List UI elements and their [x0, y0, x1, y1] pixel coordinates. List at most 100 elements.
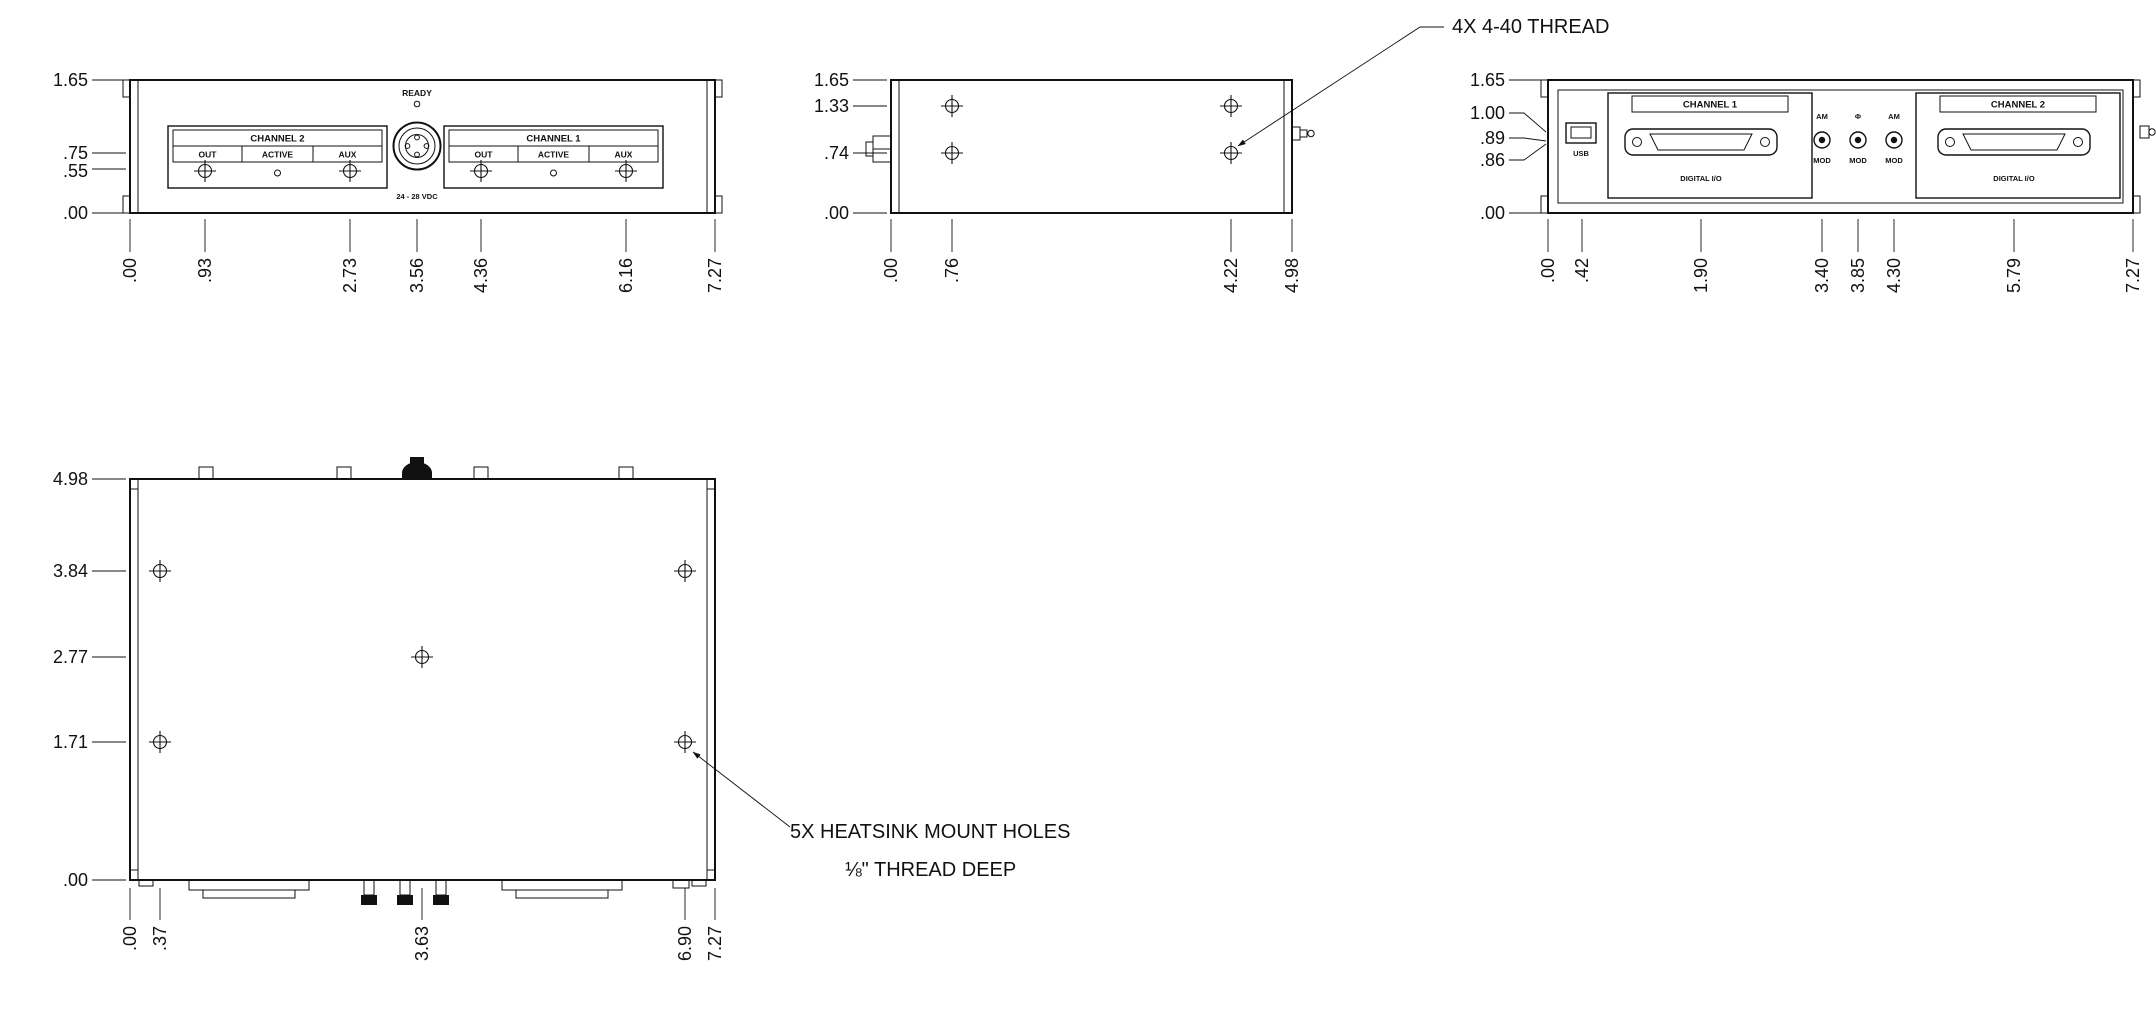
back-view-right-plug	[2139, 125, 2156, 139]
channel2-panel: CHANNEL 2 OUT ACTIVE AUX	[167, 125, 388, 189]
out-label: OUT	[199, 150, 218, 160]
dim-label: .00	[881, 258, 901, 283]
side-view-dims-bottom: .00 .76 4.22 4.98	[881, 219, 1302, 293]
dim-label: 3.63	[412, 926, 432, 961]
front-view-dims-bottom: .00 .93 2.73 3.56 4.36 6.16 7.27	[120, 219, 725, 293]
jack-barrel	[363, 879, 375, 896]
mounting-ear	[2132, 195, 2141, 214]
dim-label: .76	[942, 258, 962, 283]
dim-label: 3.85	[1848, 258, 1868, 293]
side-view-right-connector	[1291, 126, 1315, 141]
thread-hole-icon	[940, 141, 964, 165]
back-view-dims-bottom: .00 .42 1.90 3.40 3.85 4.30 5.79 7.27	[1538, 219, 2143, 293]
thread-hole-icon	[940, 94, 964, 118]
phase-label: Φ	[1855, 112, 1861, 121]
dim-label: .75	[63, 143, 88, 163]
mod-connectors: AM Φ AM MOD MOD MOD	[1813, 112, 1903, 165]
aux-label: AUX	[615, 150, 633, 160]
jack-tip	[433, 895, 449, 905]
bottom-view-rear-edge-features	[138, 879, 707, 905]
mod-jack	[1885, 131, 1903, 149]
dim-label: 6.16	[616, 258, 636, 293]
connector-screw	[1760, 137, 1770, 147]
dim-label: 3.56	[407, 258, 427, 293]
dim-label: 1.65	[814, 70, 849, 90]
bottom-view: 4.98 3.84 2.77 1.71 .00 .00 .37 3.63 6.9…	[53, 457, 725, 961]
dim-label: 1.65	[1470, 70, 1505, 90]
mod-jack	[1849, 131, 1867, 149]
active-label: ACTIVE	[538, 150, 570, 160]
dim-label: .93	[195, 258, 215, 283]
thread-note: 4X 4-40 THREAD	[1452, 16, 1609, 38]
front-view-outline	[122, 79, 723, 214]
heatsink-hole-icon	[673, 559, 697, 583]
dsub-outline	[501, 879, 623, 891]
dim-label: .86	[1480, 150, 1505, 170]
dim-label: 5.79	[2004, 258, 2024, 293]
active-led	[274, 169, 281, 177]
dim-label: 3.84	[53, 561, 88, 581]
mounting-ear	[2132, 79, 2141, 98]
dim-label: 1.00	[1470, 103, 1505, 123]
side-view-thread-holes	[940, 94, 1243, 165]
digital-io-label: DIGITAL I/O	[1680, 174, 1722, 183]
heatsink-note-line1: 5X HEATSINK MOUNT HOLES	[790, 821, 1070, 843]
heatsink-hole-icon	[673, 730, 697, 754]
mod-label: MOD	[1885, 156, 1903, 165]
connector-screw	[1632, 137, 1642, 147]
aux-connector-hole-icon	[614, 159, 638, 183]
bottom-view-dims-bottom: .00 .37 3.63 6.90 7.27	[120, 888, 725, 961]
active-led	[550, 169, 557, 177]
dim-label: 2.77	[53, 647, 88, 667]
jack-tip	[397, 895, 413, 905]
dsub-connector	[1937, 128, 2091, 156]
dim-label: 6.90	[675, 926, 695, 961]
thread-note-leader	[1237, 26, 1444, 147]
dim-label: .74	[824, 143, 849, 163]
digital-io-label: DIGITAL I/O	[1993, 174, 2035, 183]
dim-label: .00	[1480, 203, 1505, 223]
mod-label: MOD	[1813, 156, 1831, 165]
out-connector-hole-icon	[193, 159, 217, 183]
dim-label: 4.22	[1221, 258, 1241, 293]
mounting-ear	[714, 195, 723, 214]
usb-outline	[672, 879, 690, 889]
dim-label: .00	[120, 926, 140, 951]
connector-screw	[1945, 137, 1955, 147]
front-view-dims-left: 1.65 .75 .55 .00	[53, 70, 126, 223]
annotations: 4X 4-40 THREAD 5X HEATSINK MOUNT HOLES ⅛…	[692, 16, 1609, 881]
dim-label: 1.90	[1691, 258, 1711, 293]
vdc-label: 24 - 28 VDC	[396, 192, 438, 201]
dim-label: 4.98	[53, 469, 88, 489]
channel2-io-group: CHANNEL 2 DIGITAL I/O	[1915, 92, 2121, 199]
dim-label: 7.27	[705, 258, 725, 293]
dim-label: .89	[1480, 128, 1505, 148]
channel1-panel: CHANNEL 1 OUT ACTIVE AUX	[443, 125, 664, 189]
dim-label: .00	[824, 203, 849, 223]
channel1-io-group: CHANNEL 1 DIGITAL I/O	[1607, 92, 1813, 199]
usb-label: USB	[1573, 149, 1589, 158]
dim-label: 3.40	[1812, 258, 1832, 293]
back-view: USB CHANNEL 1 DIGITAL I/O AM Φ AM MOD MO…	[1470, 70, 2156, 293]
am-label: AM	[1816, 112, 1828, 121]
mod-jack	[1813, 131, 1831, 149]
channel1-label: CHANNEL 1	[526, 134, 581, 145]
aux-label: AUX	[339, 150, 357, 160]
connector-pin	[414, 151, 420, 158]
connector-pin	[423, 143, 430, 149]
out-connector-hole-icon	[469, 159, 493, 183]
mounting-ear	[1540, 195, 1549, 214]
connector-pin	[404, 143, 411, 149]
channel2-label: CHANNEL 2	[250, 134, 304, 145]
connector-pin	[414, 134, 420, 141]
power-plug-top	[410, 457, 424, 465]
dim-label: 2.73	[340, 258, 360, 293]
dim-label: .55	[63, 161, 88, 181]
dim-label: 1.65	[53, 70, 88, 90]
ready-label: READY	[402, 88, 432, 98]
heatsink-note-line2: ⅛" THREAD DEEP	[845, 859, 1016, 881]
jack-tip	[361, 895, 377, 905]
dim-label: .00	[1538, 258, 1558, 283]
side-view: 1.65 1.33 .74 .00 .00 .76 4.22 4.98	[814, 70, 1315, 293]
